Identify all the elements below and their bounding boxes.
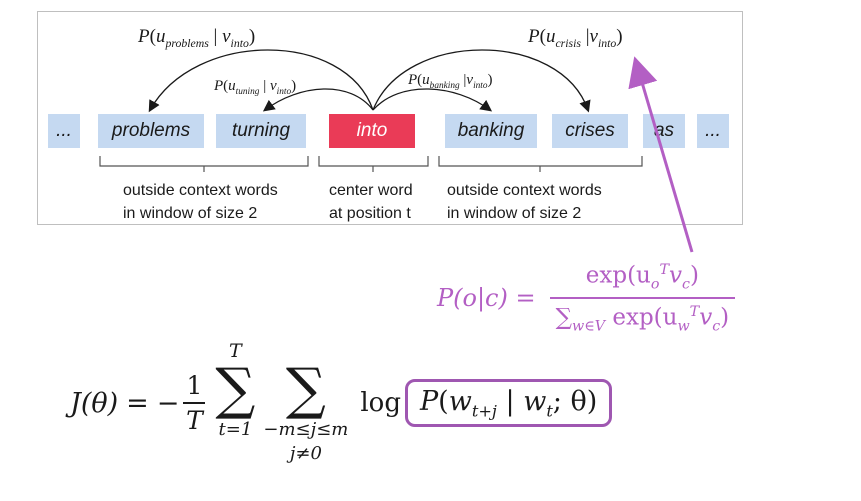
objective-formula: J(θ) = − 1 T T ∑ t=1 ∑ −m≤j≤m j≠0 log P(…	[70, 340, 613, 466]
word-box-ellipsis-left: ...	[48, 114, 80, 148]
softmax-fraction: exp(uoTvc) ∑w∈V exp(uwTvc)	[549, 262, 736, 335]
softmax-pointer-arrow	[628, 56, 694, 253]
highlighted-probability-term: P(wt+j | wt; θ)	[404, 378, 613, 428]
word-box-into-center: into	[329, 114, 415, 148]
arc-to-problems	[148, 49, 374, 113]
arc-label-tuning: P(utuning | vinto)	[214, 78, 297, 97]
brace-right	[438, 156, 643, 172]
softmax-numerator: exp(uoTvc)	[585, 262, 699, 293]
word-box-problems: problems	[98, 114, 204, 148]
softmax-formula: P(o|c) = exp(uoTvc) ∑w∈V exp(uwTvc)	[437, 262, 736, 335]
word-box-crises: crises	[552, 114, 628, 148]
softmax-lhs: P(o|c) =	[437, 284, 536, 313]
arc-label-crisis: P(ucrisis |vinto)	[528, 26, 623, 50]
sum-over-t: T ∑ t=1	[215, 340, 256, 440]
arc-label-problems: P(uproblems | vinto)	[138, 26, 256, 50]
arc-to-crises	[372, 49, 591, 113]
brace-left	[99, 156, 309, 172]
arc-to-banking	[372, 88, 493, 112]
objective-log: log	[360, 388, 401, 418]
arc-to-turning	[262, 88, 374, 112]
objective-lhs: J(θ)	[70, 387, 119, 419]
objective-minus: −	[156, 387, 180, 419]
softmax-denominator: ∑w∈V exp(uwTvc)	[555, 304, 730, 335]
word-box-turning: turning	[216, 114, 306, 148]
softmax-fraction-bar	[549, 297, 736, 300]
brace-center	[318, 156, 429, 172]
sum-over-window: ∑ −m≤j≤m j≠0	[263, 357, 349, 465]
objective-equals: =	[126, 387, 149, 419]
word-box-ellipsis-right: ...	[697, 114, 729, 148]
word-box-banking: banking	[445, 114, 537, 148]
arc-label-banking: P(ubanking |vinto)	[408, 72, 493, 91]
objective-one-over-t: 1 T	[183, 371, 206, 435]
